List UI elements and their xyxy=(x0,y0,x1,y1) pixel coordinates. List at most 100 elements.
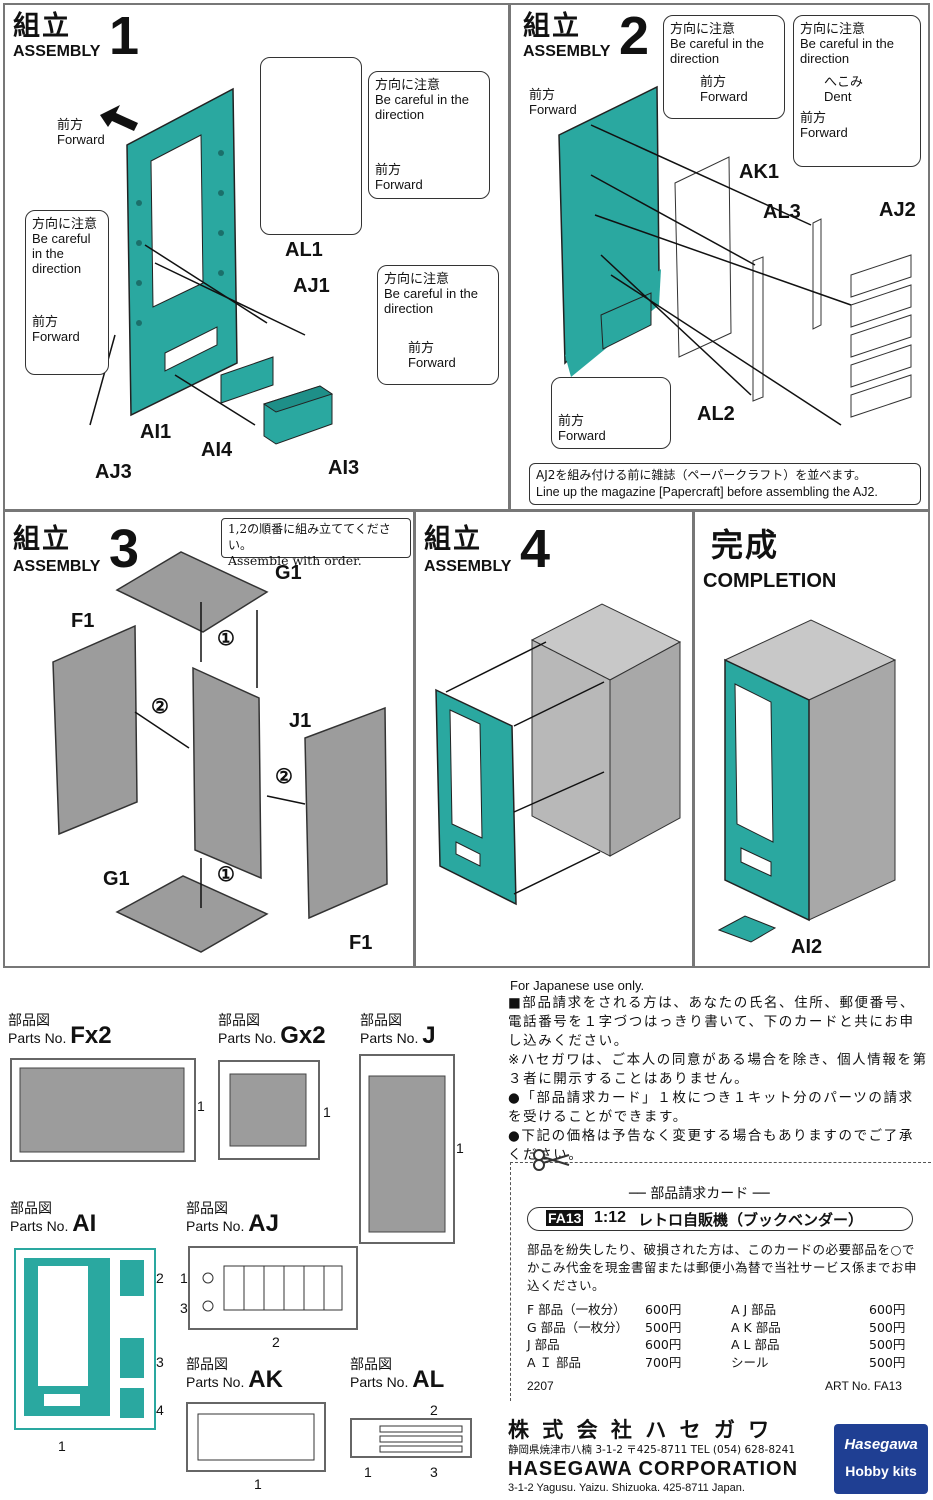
parts-AI-sprue xyxy=(14,1248,156,1430)
completion-jp: 完成 xyxy=(711,526,780,564)
label-AL1: AL1 xyxy=(285,239,323,261)
card-title: レトロ自販機（ブックベンダー） xyxy=(638,1211,864,1229)
parts-AJ-num3: 3 xyxy=(180,1300,188,1316)
card-text: 部品を紛失したり、破損された方は、このカードの必要部品を○でかこみ代金を現金書留… xyxy=(527,1242,918,1293)
label-F1-right: F1 xyxy=(349,932,373,954)
label-AI2: AI2 xyxy=(791,936,823,958)
circle-1-top: ① xyxy=(217,628,235,650)
completion-panel: 完成 COMPLETION AI2 xyxy=(693,510,930,968)
info-lead: For Japanese use only. xyxy=(510,978,645,993)
step-1-en: ASSEMBLY xyxy=(13,43,101,60)
company-addr-en: 3-1-2 Yagusu. Yaizu. Shizuoka. 425-8711 … xyxy=(508,1482,745,1494)
step-1-jp: 組立 xyxy=(13,11,71,42)
step-2-drawing xyxy=(558,85,912,426)
parts-J-num: 1 xyxy=(456,1140,464,1156)
label-J1: J1 xyxy=(289,710,312,732)
label-AI1: AI1 xyxy=(140,421,172,443)
ai1-frame-drawing xyxy=(126,87,238,417)
parts-AI-num4: 4 xyxy=(156,1402,164,1418)
parts-G-sprue xyxy=(218,1060,320,1160)
parts-AL-num1: 1 xyxy=(364,1464,372,1480)
label-AK1: AK1 xyxy=(739,161,780,183)
parts-AL-num3: 3 xyxy=(430,1464,438,1480)
card-title-bar: FA13 1:12 レトロ自販機（ブックベンダー） xyxy=(527,1207,913,1231)
step-4-jp: 組立 xyxy=(424,524,482,555)
order-card: ── 部品請求カード ── FA13 1:12 レトロ自販機（ブックベンダー） … xyxy=(510,1149,931,1401)
company-en: HASEGAWA CORPORATION xyxy=(508,1458,799,1480)
company-jp: 株 式 会 社 ハ セ ガ ワ xyxy=(508,1418,773,1442)
card-code-small: 2207 xyxy=(527,1379,554,1393)
step-3-jp: 組立 xyxy=(13,524,71,555)
completion-drawing xyxy=(717,619,897,943)
ai4-part-drawing xyxy=(220,356,274,404)
parts-AK-sprue xyxy=(186,1402,326,1472)
parts-J-sprue xyxy=(359,1054,455,1244)
parts-AI-num1: 1 xyxy=(58,1438,66,1454)
step-2-en: ASSEMBLY xyxy=(523,43,611,60)
parts-F-num: 1 xyxy=(197,1098,205,1114)
label-AJ3: AJ3 xyxy=(95,461,132,483)
label-AL3: AL3 xyxy=(763,201,801,223)
label-AI3: AI3 xyxy=(328,457,360,479)
order-note: 1,2の順番に組み立ててください。 Assemble with order. xyxy=(221,518,411,568)
circle-2-right: ② xyxy=(275,766,293,788)
step-1-number: 1 xyxy=(109,6,140,66)
label-F1-left: F1 xyxy=(71,610,95,632)
step-3-drawing xyxy=(52,551,388,953)
card-heading: ── 部品請求カード ── xyxy=(629,1186,770,1202)
parts-AK-num1: 1 xyxy=(254,1476,262,1492)
parts-AL-num2: 2 xyxy=(430,1402,438,1418)
step-4-number: 4 xyxy=(520,519,551,579)
detail-bubble-1 xyxy=(260,57,362,235)
label-AI4: AI4 xyxy=(201,439,233,461)
forward-arrow-icon xyxy=(100,105,138,131)
label-G1-bottom: G1 xyxy=(103,868,130,890)
circle-1-bottom: ① xyxy=(217,864,235,886)
parts-AL-sprue xyxy=(350,1418,472,1458)
step-3-number: 3 xyxy=(109,519,140,579)
scissors-icon xyxy=(533,1149,570,1171)
aj2-note-box: AJ2を組み付ける前に雑誌（ペーパークラフト）を並べます。 Line up th… xyxy=(529,463,921,505)
step-4-en: ASSEMBLY xyxy=(424,558,512,575)
hasegawa-logo: Hasegawa Hobby kits xyxy=(834,1424,928,1494)
step-3-panel: 組立 ASSEMBLY 3 1,2の順番に組み立ててください。 Assemble… xyxy=(3,510,415,968)
parts-AI-num3: 3 xyxy=(156,1354,164,1370)
parts-AJ-sprue xyxy=(188,1246,358,1330)
card-art-no: ART No. FA13 xyxy=(825,1379,902,1393)
assembly-arrows-1 xyxy=(89,244,306,426)
parts-AJ-num2: 2 xyxy=(272,1334,280,1350)
card-code: FA13 xyxy=(546,1210,584,1226)
label-G1-top: G1 xyxy=(275,562,302,584)
step-4-panel: 組立 ASSEMBLY 4 xyxy=(414,510,694,968)
company-addr-jp: 静岡県焼津市八楠 3-1-2 〒425-8711 TEL (054) 628-8… xyxy=(508,1444,796,1456)
parts-G-num: 1 xyxy=(323,1104,331,1120)
step-2-jp: 組立 xyxy=(523,11,581,42)
info-block: ■部品請求をされる方は、あなたの氏名、住所、郵便番号、電話番号を１字づつはっきり… xyxy=(508,995,928,1163)
step-3-en: ASSEMBLY xyxy=(13,558,101,575)
card-scale: 1:12 xyxy=(594,1209,627,1226)
step-4-drawing xyxy=(435,603,682,906)
step-2-number: 2 xyxy=(619,6,650,66)
circle-2-left: ② xyxy=(151,696,169,718)
label-AJ1: AJ1 xyxy=(293,275,330,297)
parts-AI-num2: 2 xyxy=(156,1270,164,1286)
parts-F-sprue xyxy=(10,1058,196,1162)
completion-en: COMPLETION xyxy=(703,570,837,592)
ai3-part-drawing xyxy=(262,385,334,445)
